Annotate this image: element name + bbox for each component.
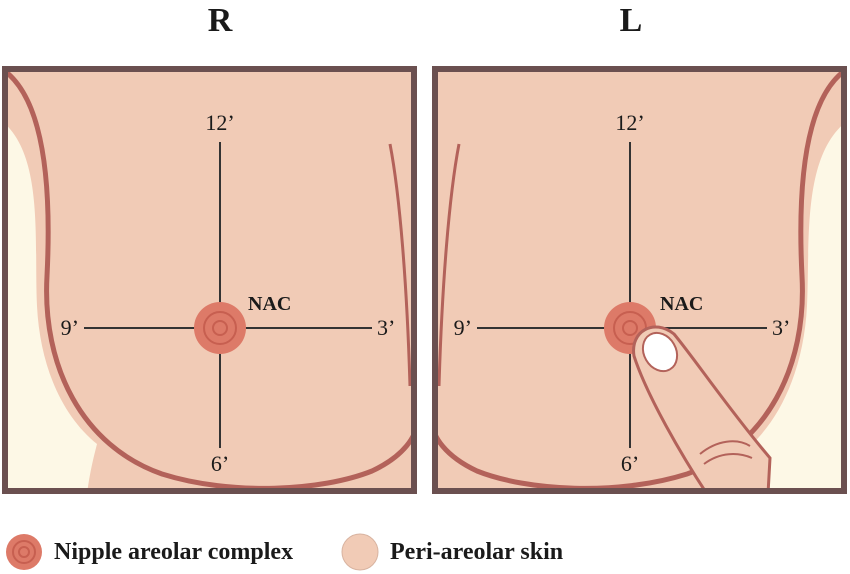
legend-peri-areolar-skin: Peri-areolar skin <box>340 530 563 574</box>
legend-label: Peri-areolar skin <box>390 538 564 565</box>
clock-9-label: 9’ <box>454 315 472 340</box>
clock-6-label: 6’ <box>211 451 229 476</box>
clock-9-label: 9’ <box>61 315 79 340</box>
breast-outline <box>2 66 417 491</box>
clock-6-label: 6’ <box>621 451 639 476</box>
clock-3-label: 3’ <box>772 315 790 340</box>
legend-nipple-areolar-complex: Nipple areolar complex <box>4 530 293 574</box>
breast-shape <box>432 66 847 494</box>
left-side-label: L <box>619 2 643 39</box>
breast-crease-line <box>388 143 412 387</box>
nipple-swatch-icon <box>6 534 42 570</box>
left-breast-panel: 12’ 6’ 9’ 3’ NAC <box>432 66 847 494</box>
clock-12-label: 12’ <box>615 110 644 135</box>
finger-pressing-icon <box>632 325 772 494</box>
nac-label: NAC <box>660 293 703 315</box>
clock-3-label: 3’ <box>377 315 395 340</box>
breast-crease-line <box>437 143 461 387</box>
panel-frame <box>432 66 847 494</box>
panel-frame <box>2 66 417 494</box>
clock-12-label: 12’ <box>205 110 234 135</box>
breast-shape <box>2 66 417 494</box>
nipple-areolar-complex <box>194 302 246 354</box>
right-breast-panel: 12’ 6’ 9’ 3’ NAC <box>2 66 417 494</box>
nac-label: NAC <box>248 293 291 315</box>
skin-swatch-icon <box>341 533 379 571</box>
right-side-label: R <box>207 2 233 39</box>
legend-label: Nipple areolar complex <box>54 538 294 565</box>
